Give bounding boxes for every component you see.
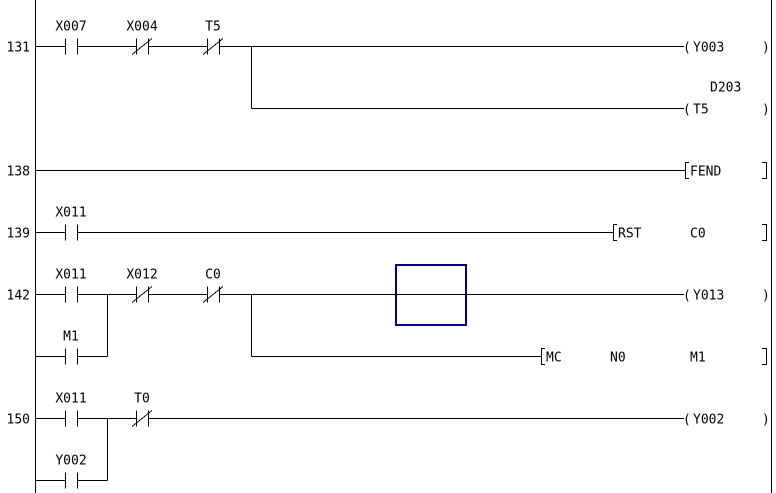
instruction-name: FEND	[690, 165, 721, 180]
coil-open-paren: (	[683, 103, 691, 118]
normally-open-contact[interactable]: Y002	[55, 454, 87, 489]
contact-label: Y002	[55, 454, 86, 469]
rung-138: 138 FEND	[7, 162, 767, 180]
output-coil[interactable]: (Y013)	[683, 289, 770, 304]
coil-device: Y002	[693, 413, 724, 428]
coil-setpoint: D203	[710, 81, 741, 96]
contact-label: X011	[55, 268, 86, 283]
coil-device: Y003	[693, 41, 724, 56]
contact-slash	[131, 38, 153, 55]
output-coil[interactable]: (Y003)	[683, 41, 770, 56]
step-number: 142	[7, 289, 30, 304]
instruction-operand: M1	[690, 351, 706, 366]
normally-open-contact[interactable]: X011	[55, 268, 87, 303]
contact-slash	[202, 286, 224, 303]
coil-open-paren: (	[683, 41, 691, 56]
normally-open-contact[interactable]: M1	[63, 330, 79, 365]
contact-label: T0	[134, 392, 150, 407]
contact-slash	[131, 410, 153, 427]
coil-open-paren: (	[683, 289, 691, 304]
coil-open-paren: (	[683, 413, 691, 428]
step-number: 150	[7, 413, 30, 428]
output-coil[interactable]: (Y002)	[683, 413, 770, 428]
contact-label: X004	[126, 20, 157, 35]
normally-closed-contact[interactable]: C0	[202, 268, 224, 303]
step-number: 138	[7, 165, 30, 180]
contact-label: X011	[55, 392, 86, 407]
normally-open-contact[interactable]: X007	[55, 20, 87, 55]
coil-close-paren: )	[762, 103, 770, 118]
coil-device: Y013	[693, 289, 724, 304]
coil-close-paren: )	[762, 41, 770, 56]
step-number: 139	[7, 227, 30, 242]
contact-label: X012	[126, 268, 157, 283]
instruction-name: RST	[618, 227, 642, 242]
normally-closed-contact[interactable]: T0	[131, 392, 153, 427]
output-coil[interactable]: (T5) D203	[683, 81, 770, 118]
contact-label: M1	[63, 330, 79, 345]
instruction-block[interactable]: FEND	[685, 162, 767, 180]
normally-closed-contact[interactable]: X012	[126, 268, 158, 303]
instruction-operand: N0	[610, 351, 626, 366]
instruction-operand: C0	[690, 227, 706, 242]
instruction-name: MC	[546, 351, 562, 366]
coil-close-paren: )	[762, 289, 770, 304]
contact-slash	[131, 286, 153, 303]
normally-closed-contact[interactable]: T5	[202, 20, 224, 55]
normally-closed-contact[interactable]: X004	[126, 20, 158, 55]
contact-slash	[202, 38, 224, 55]
contact-label: C0	[205, 268, 221, 283]
step-number: 131	[7, 41, 30, 56]
contact-label: X011	[55, 206, 86, 221]
edit-cursor[interactable]	[395, 264, 467, 326]
coil-device: T5	[693, 103, 709, 118]
normally-open-contact[interactable]: X011	[55, 206, 87, 241]
contact-label: T5	[205, 20, 221, 35]
contact-label: X007	[55, 20, 86, 35]
instruction-block[interactable]: RST C0	[613, 224, 767, 242]
normally-open-contact[interactable]: X011	[55, 392, 87, 427]
coil-close-paren: )	[762, 413, 770, 428]
instruction-block[interactable]: MC N0 M1	[541, 348, 767, 366]
